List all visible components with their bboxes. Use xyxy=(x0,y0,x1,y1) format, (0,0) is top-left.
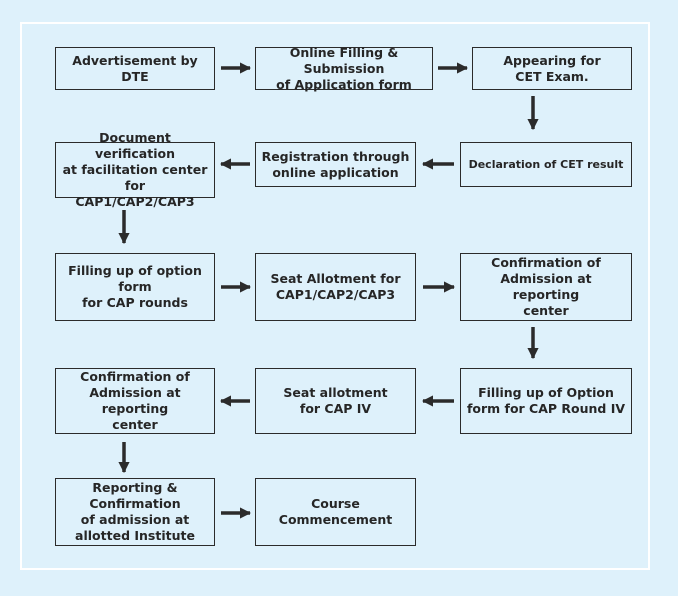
step-seat-allotment: Seat Allotment for CAP1/CAP2/CAP3 xyxy=(255,253,416,321)
step-document-verification: Document verification at facilitation ce… xyxy=(55,130,215,209)
step-course-commencement: Course Commencement xyxy=(255,478,416,546)
step-option-form: Filling up of option form for CAP rounds xyxy=(55,253,215,321)
step-seat-allotment-iv: Seat allotment for CAP IV xyxy=(255,368,416,434)
step-online-filling: Online Filling & Submission of Applicati… xyxy=(255,45,433,92)
step-confirmation-admission-2: Confirmation of Admission at reporting c… xyxy=(55,368,215,434)
step-advertisement: Advertisement by DTE xyxy=(55,47,215,90)
step-registration: Registration through online application xyxy=(255,142,416,187)
step-confirmation-admission: Confirmation of Admission at reporting c… xyxy=(460,253,632,321)
step-appearing-cet: Appearing for CET Exam. xyxy=(472,47,632,90)
step-reporting-confirmation: Reporting & Confirmation of admission at… xyxy=(55,478,215,546)
step-declaration-result: Declaration of CET result xyxy=(460,142,632,187)
diagram-frame xyxy=(20,22,650,570)
step-option-form-round-iv: Filling up of Option form for CAP Round … xyxy=(460,368,632,434)
